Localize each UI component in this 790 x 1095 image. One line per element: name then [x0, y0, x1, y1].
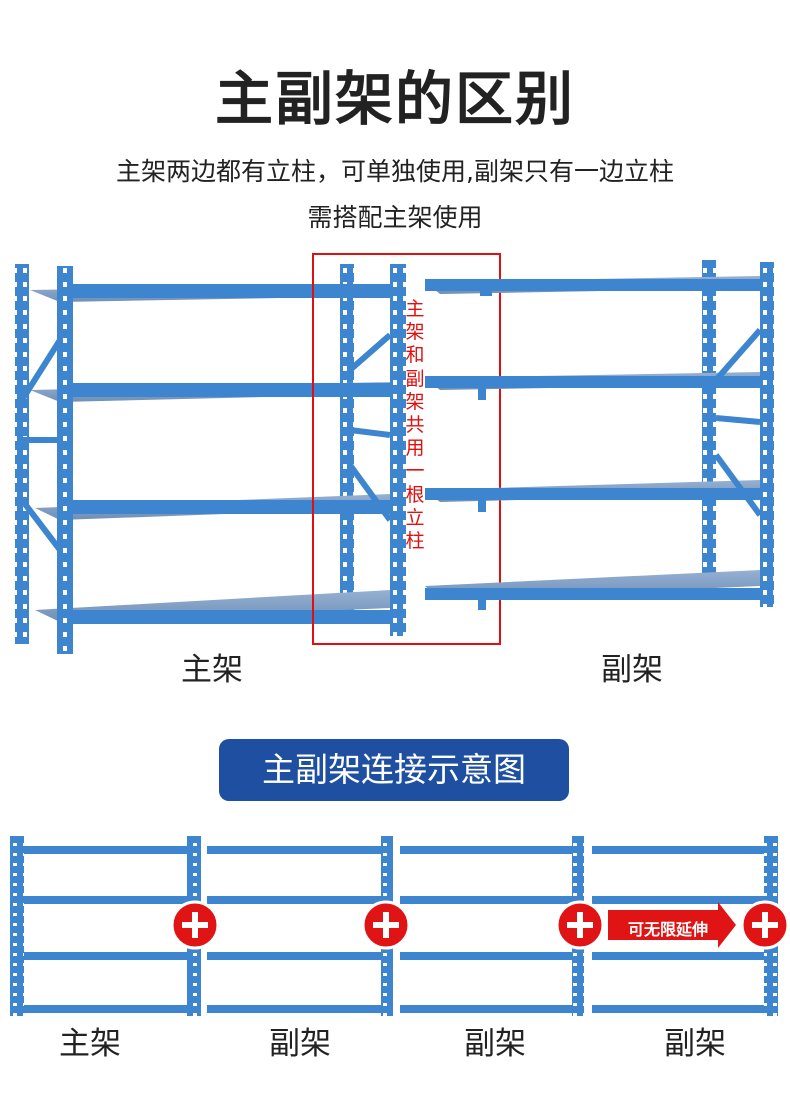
shared-post-highlight [312, 253, 501, 645]
main-sub-rack-illustration [15, 253, 774, 654]
sub-rack-label: 副架 [601, 652, 663, 688]
main-rack [15, 264, 406, 654]
diagram-label-sub-2: 副架 [464, 1026, 526, 1062]
subtitle-line-1: 主架两边都有立柱，可单独使用,副架只有一边立柱 [116, 157, 674, 186]
diagram-label-main: 主架 [59, 1026, 121, 1062]
diagram-label-sub-3: 副架 [664, 1026, 726, 1062]
extend-label: 可无限延伸 [627, 920, 708, 939]
plus-icon [555, 900, 605, 950]
plus-icon [740, 900, 790, 950]
subtitle-line-2: 需搭配主架使用 [307, 203, 483, 232]
plus-icon [361, 900, 411, 950]
connection-diagram-badge: 主副架连接示意图 [219, 739, 569, 801]
sub-rack [425, 260, 774, 610]
shared-post-note: 主架和副架共用一根立柱 [405, 298, 425, 553]
diagram-main-rack [10, 836, 201, 1016]
arrow-right-icon [608, 902, 736, 948]
plus-icon [170, 900, 220, 950]
main-rack-label: 主架 [181, 652, 243, 688]
diagram-label-sub-1: 副架 [269, 1026, 331, 1062]
connection-diagram [10, 836, 790, 1016]
page-title: 主副架的区别 [214, 65, 575, 133]
